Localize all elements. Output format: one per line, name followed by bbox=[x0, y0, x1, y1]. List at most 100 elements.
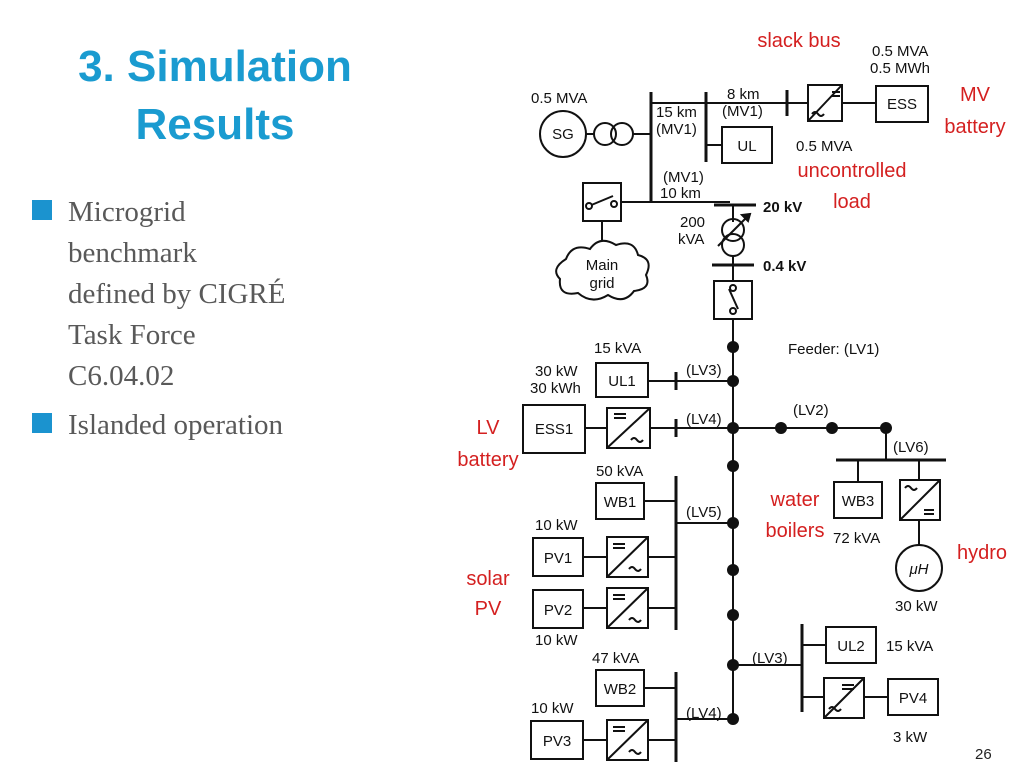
annotation-uncontrolled-load-2: load bbox=[833, 191, 871, 213]
line-8km-length: 8 km bbox=[727, 86, 760, 103]
ess-inverter-icon bbox=[807, 84, 843, 122]
annotation-solar-pv-2: PV bbox=[475, 598, 502, 620]
transformer-rating-2: kVA bbox=[678, 231, 704, 248]
ul-rating: 0.5 MVA bbox=[796, 138, 852, 155]
bus-04kv-label: 0.4 kV bbox=[763, 258, 806, 275]
bullet-square-icon bbox=[32, 200, 52, 220]
ess1-box: ESS1 bbox=[522, 404, 586, 454]
ul-label: UL bbox=[737, 138, 756, 155]
line-8km-type: (MV1) bbox=[722, 103, 763, 120]
pv1-box: PV1 bbox=[532, 537, 584, 577]
bullet-line: Islanded operation bbox=[68, 409, 284, 441]
bullet-line: defined by CIGRÉ bbox=[68, 278, 286, 310]
ess-rating-power: 0.5 MVA bbox=[872, 43, 928, 60]
annotation-hydro: hydro bbox=[957, 542, 1007, 564]
wb3-label: WB3 bbox=[842, 493, 875, 510]
pv4-rating: 3 kW bbox=[893, 729, 928, 746]
ul1-rating: 15 kVA bbox=[594, 340, 641, 357]
pv3-inverter-icon bbox=[606, 719, 649, 761]
pv2-label: PV2 bbox=[544, 602, 572, 619]
feeder-label: Feeder: (LV1) bbox=[788, 341, 879, 358]
sg-rating: 0.5 MVA bbox=[531, 90, 587, 107]
bullet-square-icon bbox=[32, 413, 52, 433]
pv1-rating: 10 kW bbox=[535, 517, 578, 534]
bullet-line: C6.04.02 bbox=[68, 360, 175, 392]
annotation-mv-battery-2: battery bbox=[944, 116, 1005, 138]
lv5-label: (LV5) bbox=[686, 504, 722, 521]
line-15km-length: 15 km bbox=[656, 104, 697, 121]
ul2-box: UL2 bbox=[825, 626, 877, 664]
sg-label: SG bbox=[552, 126, 574, 143]
ess-rating-energy: 0.5 MWh bbox=[870, 60, 930, 77]
ess1-line-label: (LV4) bbox=[686, 411, 722, 428]
annotation-slack-bus: slack bus bbox=[757, 30, 840, 52]
ul1-line-label: (LV3) bbox=[686, 362, 722, 379]
sg-transformer-icon bbox=[593, 122, 651, 146]
hydro-rating: 30 kW bbox=[895, 598, 938, 615]
ul1-box: UL1 bbox=[595, 362, 649, 398]
wb3-box: WB3 bbox=[833, 481, 883, 519]
annotation-water-boilers-2: boilers bbox=[766, 520, 825, 542]
pv3-label: PV3 bbox=[543, 733, 571, 750]
ul-box: UL bbox=[721, 126, 773, 164]
page-number: 26 bbox=[975, 746, 992, 763]
ul1-label: UL1 bbox=[608, 373, 636, 390]
lv2-label: (LV2) bbox=[793, 402, 829, 419]
mv-lv-transformer-icon bbox=[717, 212, 752, 257]
transformer-rating-1: 200 bbox=[680, 214, 705, 231]
bus-20kv-label: 20 kV bbox=[763, 199, 802, 216]
annotation-uncontrolled-load-1: uncontrolled bbox=[798, 160, 907, 182]
line-15km-type: (MV1) bbox=[656, 121, 697, 138]
annotation-mv-battery-1: MV bbox=[960, 84, 991, 106]
lv3-right-label: (LV3) bbox=[752, 650, 788, 667]
ul2-label: UL2 bbox=[837, 638, 865, 655]
wb2-rating: 47 kVA bbox=[592, 650, 639, 667]
bullet-line: benchmark bbox=[68, 237, 197, 269]
bullet-line: Microgrid bbox=[68, 196, 186, 228]
hydro-label: μH bbox=[908, 561, 928, 578]
pv4-inverter-icon bbox=[823, 677, 865, 719]
main-grid-cloud-icon bbox=[555, 239, 650, 301]
wb2-box: WB2 bbox=[595, 669, 645, 707]
bullet-item: Microgrid benchmark defined by CIGRÉ Tas… bbox=[30, 192, 360, 397]
ul2-rating: 15 kVA bbox=[886, 638, 933, 655]
title-line-2: Results bbox=[135, 100, 295, 149]
pv3-rating: 10 kW bbox=[531, 700, 574, 717]
slide-title: 3. Simulation Results bbox=[60, 38, 370, 154]
lv6-label: (LV6) bbox=[893, 439, 929, 456]
pv4-label: PV4 bbox=[899, 690, 927, 707]
pv1-inverter-icon bbox=[606, 536, 649, 578]
pv2-rating: 10 kW bbox=[535, 632, 578, 649]
bullet-line: Task Force bbox=[68, 319, 196, 351]
title-line-1: 3. Simulation bbox=[78, 42, 352, 91]
lv4-bottom-label: (LV4) bbox=[686, 705, 722, 722]
pv2-box: PV2 bbox=[532, 589, 584, 629]
main-grid-switch-icon bbox=[582, 182, 622, 222]
hydro-inverter-icon bbox=[899, 479, 941, 521]
pv3-box: PV3 bbox=[530, 720, 584, 760]
annotation-lv-battery-1: LV bbox=[477, 417, 501, 439]
wb2-label: WB2 bbox=[604, 681, 637, 698]
wb1-rating: 50 kVA bbox=[596, 463, 643, 480]
annotation-water-boilers-1: water bbox=[770, 489, 820, 511]
pv4-box: PV4 bbox=[887, 678, 939, 716]
annotation-lv-battery-2: battery bbox=[457, 449, 518, 471]
wb1-box: WB1 bbox=[595, 482, 645, 520]
bullet-item: Islanded operation bbox=[30, 405, 360, 446]
ess-label: ESS bbox=[887, 96, 917, 113]
pv1-label: PV1 bbox=[544, 550, 572, 567]
ess-box: ESS bbox=[875, 85, 929, 123]
ess1-inverter-icon bbox=[606, 407, 651, 449]
ess1-label: ESS1 bbox=[535, 421, 573, 438]
line-10km-length: 10 km bbox=[660, 185, 701, 202]
annotation-solar-pv-1: solar bbox=[466, 568, 510, 590]
hydro-generator-icon bbox=[895, 544, 943, 592]
main-grid-line-1: Main bbox=[586, 257, 619, 274]
ess1-rating-power: 30 kW bbox=[535, 363, 578, 380]
wb1-label: WB1 bbox=[604, 494, 637, 511]
bullet-list: Microgrid benchmark defined by CIGRÉ Tas… bbox=[30, 192, 360, 454]
wb3-rating: 72 kVA bbox=[833, 530, 880, 547]
line-10km-type: (MV1) bbox=[663, 169, 704, 186]
ess1-rating-energy: 30 kWh bbox=[530, 380, 581, 397]
